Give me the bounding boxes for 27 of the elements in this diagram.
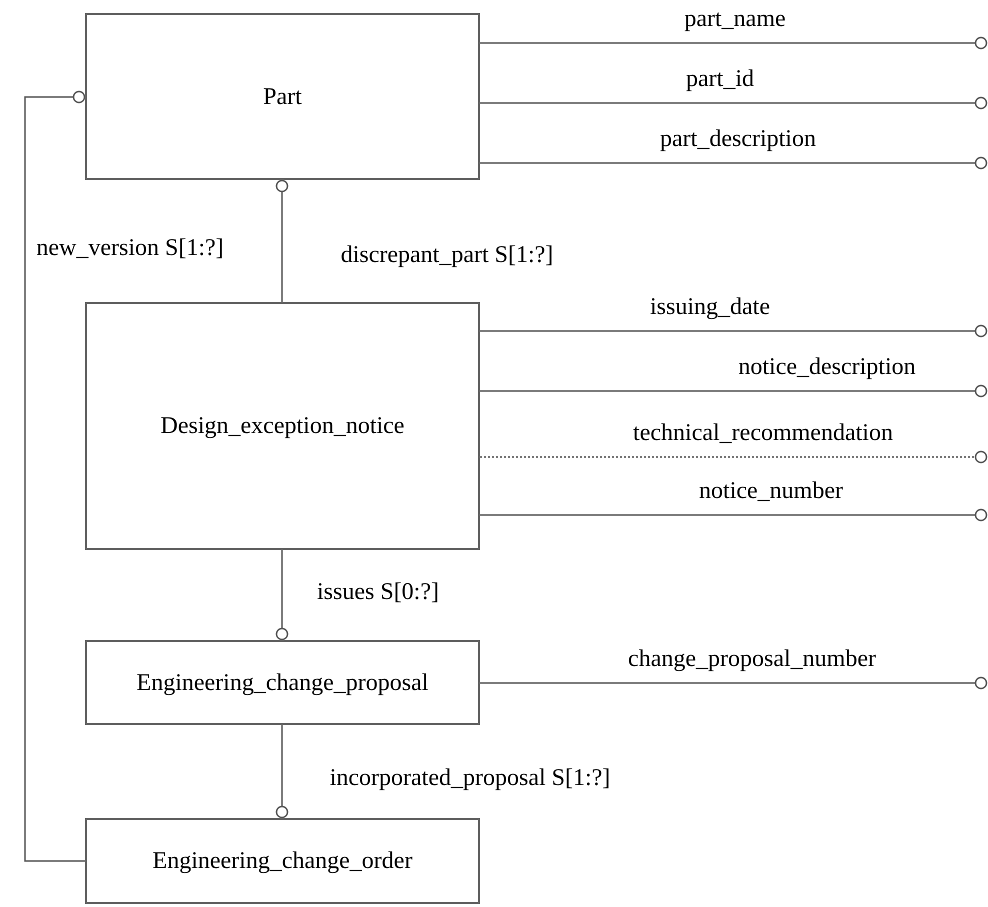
edge-label: technical_recommendation (631, 421, 895, 445)
entity-name: Design_exception_notice (160, 412, 404, 441)
entity-box (85, 640, 480, 725)
connector-line (276, 180, 288, 302)
connector-line (276, 550, 288, 640)
entity-name: Engineering_change_order (152, 847, 412, 876)
connector-line (480, 450, 988, 464)
edge-label: change_proposal_number (626, 647, 878, 671)
entity-name: Engineering_change_proposal (136, 668, 428, 698)
connector-line (480, 36, 988, 50)
connector-line (480, 156, 988, 170)
edge-label: notice_description (736, 355, 918, 379)
entity-box (85, 818, 480, 904)
entity-name: Part (263, 82, 302, 112)
edge-label: part_description (658, 127, 818, 151)
entity-box (85, 302, 480, 550)
connector-line (480, 384, 988, 398)
connector-line (276, 725, 288, 818)
connector-line (480, 508, 988, 522)
edge-label: notice_number (697, 479, 845, 503)
connector-line (480, 676, 988, 690)
connector-line (480, 96, 988, 110)
connector-line (24, 90, 86, 862)
edge-label: part_id (684, 67, 756, 91)
edge-label: issuing_date (648, 295, 772, 319)
connector-line (480, 324, 988, 338)
entity-box (85, 13, 480, 180)
